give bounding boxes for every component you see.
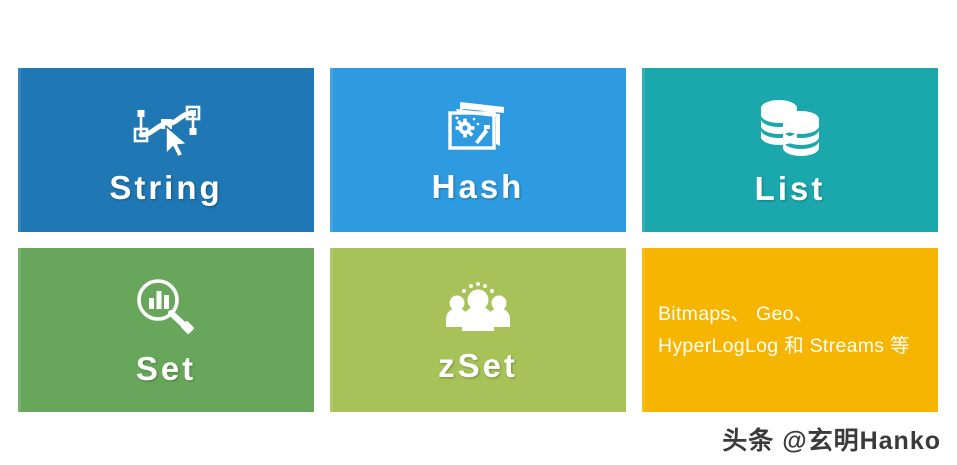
tile-others[interactable]: Bitmaps、 Geo、 HyperLogLog 和 Streams 等 bbox=[642, 248, 938, 412]
people-group-icon bbox=[442, 279, 514, 337]
tile-others-text: Bitmaps、 Geo、 HyperLogLog 和 Streams 等 bbox=[658, 298, 910, 362]
bezier-path-cursor-icon bbox=[127, 97, 205, 159]
tile-label-list: List bbox=[754, 169, 826, 207]
tile-set[interactable]: Set bbox=[18, 248, 314, 412]
tile-string[interactable]: String bbox=[18, 68, 314, 232]
tile-label-set: Set bbox=[135, 349, 197, 387]
tile-label-zset: zSet bbox=[438, 346, 518, 384]
data-type-grid: String bbox=[18, 68, 938, 412]
stacked-slides-gear-icon bbox=[444, 98, 512, 158]
tile-others-line-2: HyperLogLog 和 Streams 等 bbox=[658, 335, 910, 357]
tile-zset[interactable]: zSet bbox=[330, 248, 626, 412]
coin-stacks-icon bbox=[754, 96, 826, 160]
tile-label-hash: Hash bbox=[431, 167, 525, 205]
tile-list[interactable]: List bbox=[642, 68, 938, 232]
watermark: 头条 @玄明Hanko bbox=[722, 427, 941, 455]
tile-others-line-1: Bitmaps、 Geo、 bbox=[658, 302, 814, 325]
tile-label-string: String bbox=[109, 168, 223, 206]
magnifier-bar-chart-icon bbox=[132, 276, 200, 340]
tile-hash[interactable]: Hash bbox=[330, 68, 626, 232]
